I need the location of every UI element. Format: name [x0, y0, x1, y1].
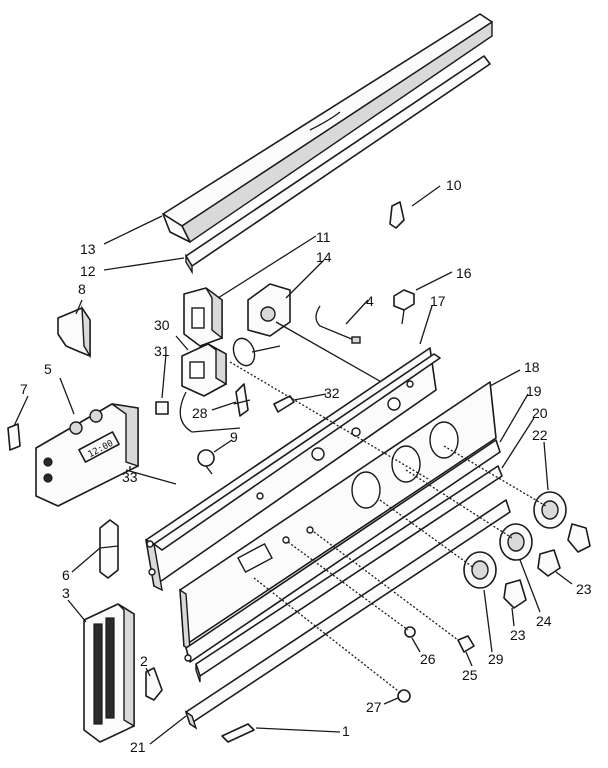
part-23-knob-lower [503, 579, 527, 609]
callout-29: 29 [488, 651, 504, 667]
callout-19: 19 [526, 383, 542, 399]
part-17-control-bracket [145, 347, 441, 592]
part-25-screw [457, 635, 475, 653]
callout-27: 27 [366, 699, 382, 715]
part-31-connector [155, 401, 169, 415]
part-26-nut [404, 626, 416, 638]
callout-10: 10 [446, 177, 462, 193]
callout-11: 11 [316, 229, 331, 245]
callout-26: 26 [420, 651, 436, 667]
callout-1: 1 [342, 723, 350, 739]
callout-16: 16 [456, 265, 472, 281]
callout-12: 12 [80, 263, 96, 279]
callout-30: 30 [154, 317, 170, 333]
callout-14: 14 [316, 249, 332, 265]
callout-20: 20 [532, 405, 548, 421]
callout-9: 9 [230, 429, 238, 445]
part-8-bracket [57, 305, 91, 359]
callout-17: 17 [430, 293, 446, 309]
callout-3: 3 [62, 585, 70, 601]
part-16-plug [393, 289, 415, 325]
part-22-bezel [533, 491, 567, 529]
callout-7: 7 [20, 381, 28, 397]
part-3-end-cap [83, 603, 135, 743]
callout-4: 4 [366, 293, 374, 309]
part-4-wire [315, 305, 361, 344]
callout-2: 2 [140, 653, 148, 669]
part-14-switch [247, 283, 393, 389]
part-13-top-trim [162, 13, 493, 244]
part-7-clip [7, 423, 21, 451]
callout-25: 25 [462, 667, 478, 683]
part-12-trim-strip [185, 55, 491, 275]
callout-23-upper: 23 [576, 581, 592, 597]
part-6-bracket [99, 519, 119, 579]
part-18-control-panel [179, 381, 497, 652]
part-5-clock-module: 12:00 [35, 403, 139, 507]
part-23-knob-upper [537, 523, 591, 577]
callout-28: 28 [192, 405, 208, 421]
callout-22: 22 [532, 427, 548, 443]
callout-13: 13 [80, 241, 96, 257]
callout-21: 21 [130, 739, 146, 755]
part-27-screw [397, 689, 411, 703]
callout-24: 24 [536, 613, 552, 629]
callout-33: 33 [122, 469, 138, 485]
part-10-clip [389, 201, 405, 229]
part-20-lower-trim [184, 465, 503, 683]
part-1-insert [221, 723, 255, 743]
part-9-terminal [197, 449, 215, 475]
callout-23-lower: 23 [510, 627, 526, 643]
part-11-switch [183, 287, 223, 347]
callout-6: 6 [62, 567, 70, 583]
part-29-bezel [463, 551, 497, 589]
part-19-panel-trim [185, 439, 501, 663]
part-21-bottom-trim [184, 499, 511, 730]
part-32-clip [273, 395, 295, 413]
part-30-relay [179, 343, 241, 433]
part-24-bezel [499, 523, 533, 561]
callout-5: 5 [44, 361, 52, 377]
callout-31: 31 [154, 343, 170, 359]
callout-32: 32 [324, 385, 340, 401]
part-28-bracket [233, 383, 251, 417]
callout-8: 8 [78, 281, 86, 297]
callout-18: 18 [524, 359, 540, 375]
